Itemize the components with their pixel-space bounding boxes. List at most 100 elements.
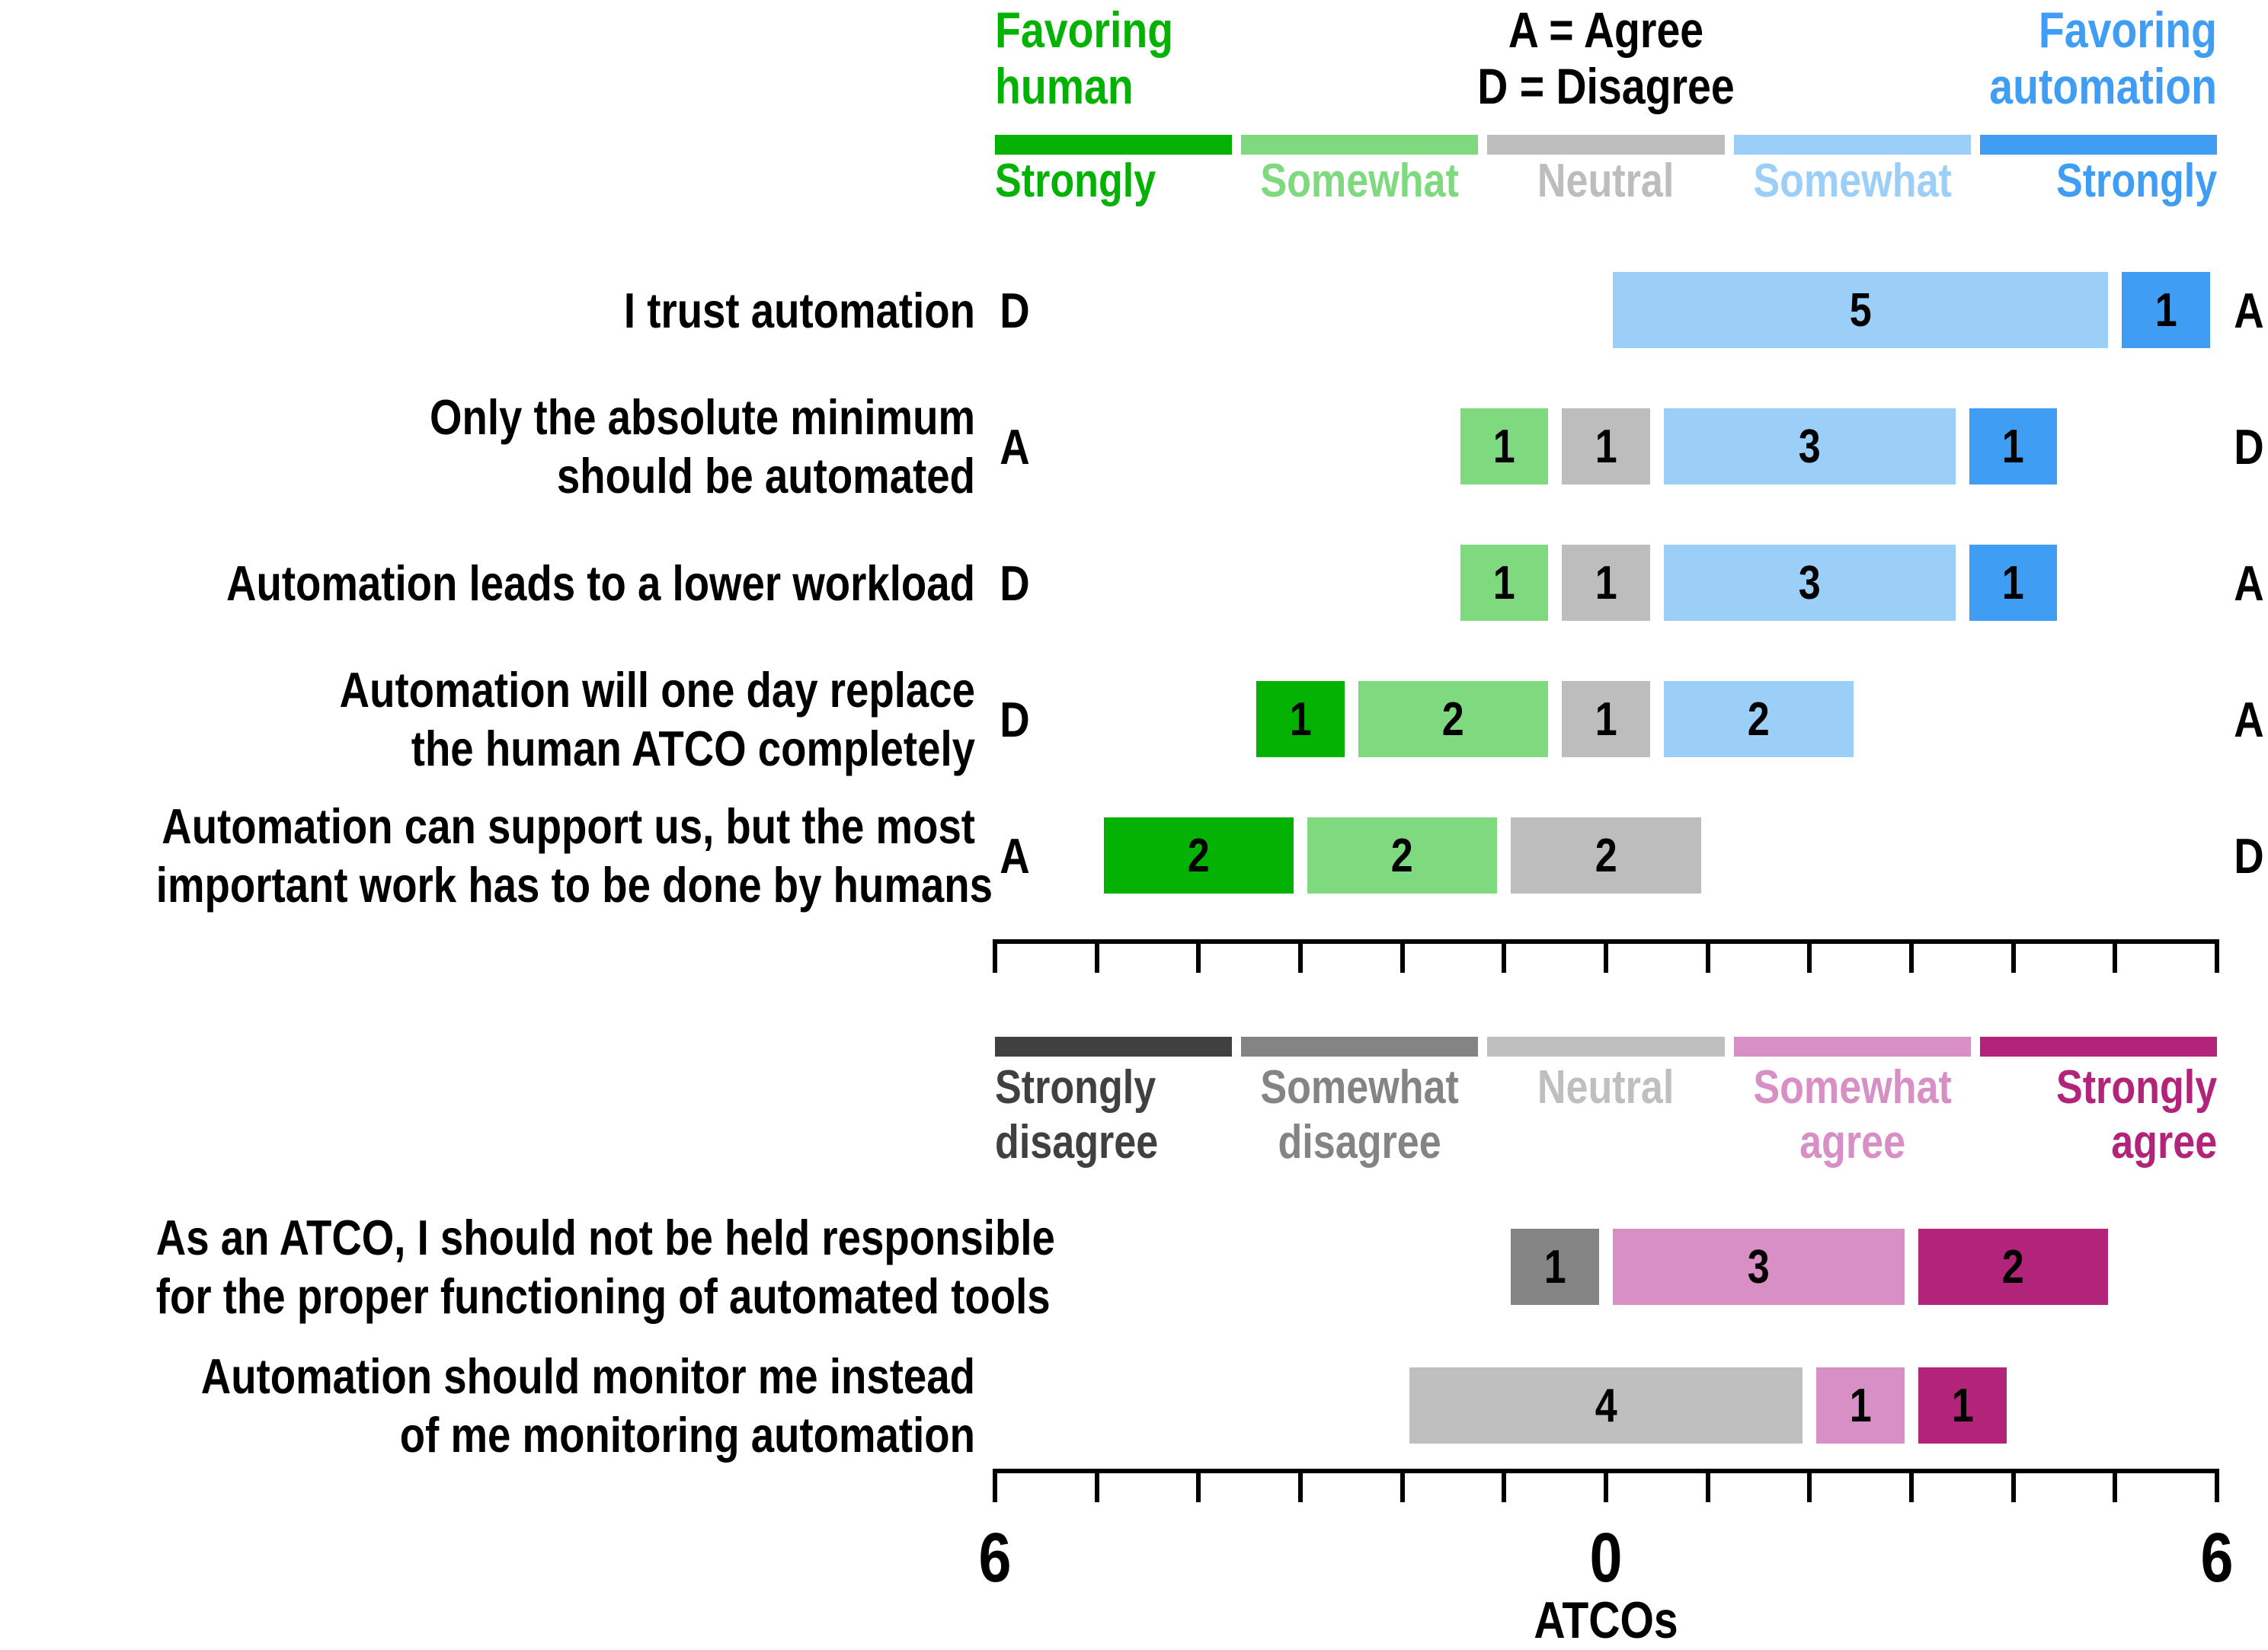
bar-count-label: 1 bbox=[1289, 692, 1312, 746]
likert-bar-segment: 5 bbox=[1613, 272, 2109, 348]
legend-category-label-line: Somewhat bbox=[1260, 1061, 1460, 1114]
likert-row-label-line: Automation leads to a lower workload bbox=[226, 555, 975, 611]
legend-title-line: A = Agree bbox=[1508, 2, 1704, 58]
legend-category-label-line: Somewhat bbox=[1260, 155, 1460, 207]
likert-row-label-line: Automation will one day replace bbox=[339, 662, 975, 718]
bar-count-label: 2 bbox=[1442, 692, 1464, 746]
row-right-letter: D bbox=[2234, 418, 2264, 475]
likert-bar-segment: 1 bbox=[1460, 408, 1549, 484]
likert-row-label-line: Automation should monitor me instead bbox=[200, 1348, 975, 1404]
likert-row-label-line: I trust automation bbox=[623, 282, 975, 338]
axis-tick bbox=[1400, 1473, 1405, 1502]
bar-count-label: 1 bbox=[2002, 556, 2025, 609]
likert-bar-segment: 1 bbox=[2122, 272, 2210, 348]
likert-row-label-line: the human ATCO completely bbox=[411, 721, 975, 776]
row-right-letter: D bbox=[2234, 827, 2264, 884]
legend-category-label-line: Strongly bbox=[2055, 1061, 2217, 1114]
legend-category-label: Neutral bbox=[1506, 1060, 1705, 1115]
legend-swatch bbox=[995, 1037, 1233, 1057]
axis-tick bbox=[1807, 1473, 1812, 1502]
legend-swatch bbox=[1487, 1037, 1725, 1057]
legend-category-label-line: Strongly bbox=[995, 1061, 1156, 1114]
legend-swatch bbox=[1733, 1037, 1971, 1057]
likert-bar-segment: 1 bbox=[1816, 1367, 1905, 1444]
legend-category-label: Somewhat bbox=[1260, 154, 1459, 209]
likert-row-label-line: Only the absolute minimum bbox=[430, 389, 975, 445]
likert-row-label: Automation leads to a lower workload bbox=[156, 554, 975, 612]
bar-count-label: 1 bbox=[1492, 420, 1515, 473]
likert-row-label-line: of me monitoring automation bbox=[399, 1407, 975, 1463]
bar-count-label: 1 bbox=[1595, 420, 1617, 473]
axis-tick bbox=[1196, 1473, 1201, 1502]
legend-swatch bbox=[1733, 135, 1971, 155]
bar-count-label: 1 bbox=[1595, 556, 1617, 609]
axis-tick bbox=[1705, 1473, 1710, 1502]
row-right-letter: A bbox=[2234, 282, 2264, 338]
axis-tick bbox=[1604, 1473, 1608, 1502]
likert-bar-segment: 2 bbox=[1511, 817, 1701, 894]
axis-tick bbox=[2010, 944, 2016, 973]
legend-category-label: Strongly bbox=[995, 154, 1194, 209]
likert-bar-segment: 2 bbox=[1307, 817, 1498, 894]
row-left-letter: A bbox=[1000, 827, 1030, 884]
bar-count-label: 1 bbox=[1849, 1379, 1872, 1432]
row-right-letter: A bbox=[2234, 555, 2264, 611]
axis-tick bbox=[993, 1473, 997, 1502]
likert-bar-segment: 1 bbox=[1562, 545, 1650, 621]
legend-category-label-line: agree bbox=[2111, 1116, 2217, 1169]
likert-bar-segment: 2 bbox=[1918, 1229, 2109, 1305]
bar-count-label: 3 bbox=[1798, 420, 1821, 473]
legend-swatch bbox=[1241, 135, 1479, 155]
likert-bar-segment: 3 bbox=[1663, 545, 1956, 621]
likert-bar-segment: 3 bbox=[1613, 1229, 1905, 1305]
bar-count-label: 1 bbox=[1543, 1240, 1566, 1293]
likert-bar-segment: 1 bbox=[1969, 545, 2058, 621]
row-left-letter: A bbox=[1000, 418, 1030, 475]
axis-title: ATCOs bbox=[1534, 1591, 1678, 1649]
likert-bar-segment: 2 bbox=[1663, 681, 1854, 757]
likert-bar-segment: 4 bbox=[1409, 1367, 1803, 1444]
likert-row-label-line: for the proper functioning of automated … bbox=[155, 1268, 1051, 1324]
row-right-letter: A bbox=[2234, 691, 2264, 747]
legend-swatch bbox=[1979, 135, 2217, 155]
bar-count-label: 2 bbox=[1187, 829, 1210, 882]
row-left-letter: D bbox=[1000, 691, 1030, 747]
legend-category-label-line: Strongly bbox=[2055, 155, 2217, 207]
legend-title-line: Favoring bbox=[2038, 2, 2217, 58]
legend-category-label-line: disagree bbox=[995, 1116, 1159, 1169]
axis-tick bbox=[2215, 1473, 2219, 1502]
axis-tick bbox=[1400, 944, 1405, 973]
bar-count-label: 1 bbox=[2154, 283, 2177, 337]
likert-bar-segment: 1 bbox=[1256, 681, 1345, 757]
likert-bar-segment: 3 bbox=[1663, 408, 1956, 484]
likert-row-label-line: As an ATCO, I should not be held respons… bbox=[155, 1210, 1055, 1265]
legend-title-favoring-human: Favoring human bbox=[995, 2, 1520, 114]
legend-title-line: Favoring bbox=[995, 2, 1174, 58]
axis-tick bbox=[993, 944, 997, 973]
bar-count-label: 1 bbox=[1492, 556, 1515, 609]
bar-count-label: 1 bbox=[1595, 692, 1617, 746]
likert-bar-segment: 2 bbox=[1358, 681, 1549, 757]
axis-tick bbox=[2113, 1473, 2118, 1502]
legend-category-label-line: Neutral bbox=[1537, 1061, 1675, 1114]
legend-title-favoring-automation: Favoring automation bbox=[1191, 2, 2217, 114]
axis-tick bbox=[1807, 944, 1812, 973]
likert-row-label: I trust automation bbox=[156, 281, 975, 340]
legend-title-line: D = Disagree bbox=[1477, 58, 1735, 114]
legend-category-label: Neutral bbox=[1506, 154, 1705, 209]
bar-count-label: 3 bbox=[1798, 556, 1821, 609]
bar-count-label: 2 bbox=[1748, 692, 1770, 746]
likert-row-label-line: should be automated bbox=[556, 448, 975, 504]
likert-bar-segment: 1 bbox=[1969, 408, 2058, 484]
axis-tick bbox=[1094, 1473, 1099, 1502]
axis-tick bbox=[1502, 944, 1507, 973]
legend-category-label: Strongly bbox=[2018, 154, 2217, 209]
legend-swatch bbox=[995, 135, 1233, 155]
likert-bar-segment: 1 bbox=[1562, 408, 1650, 484]
